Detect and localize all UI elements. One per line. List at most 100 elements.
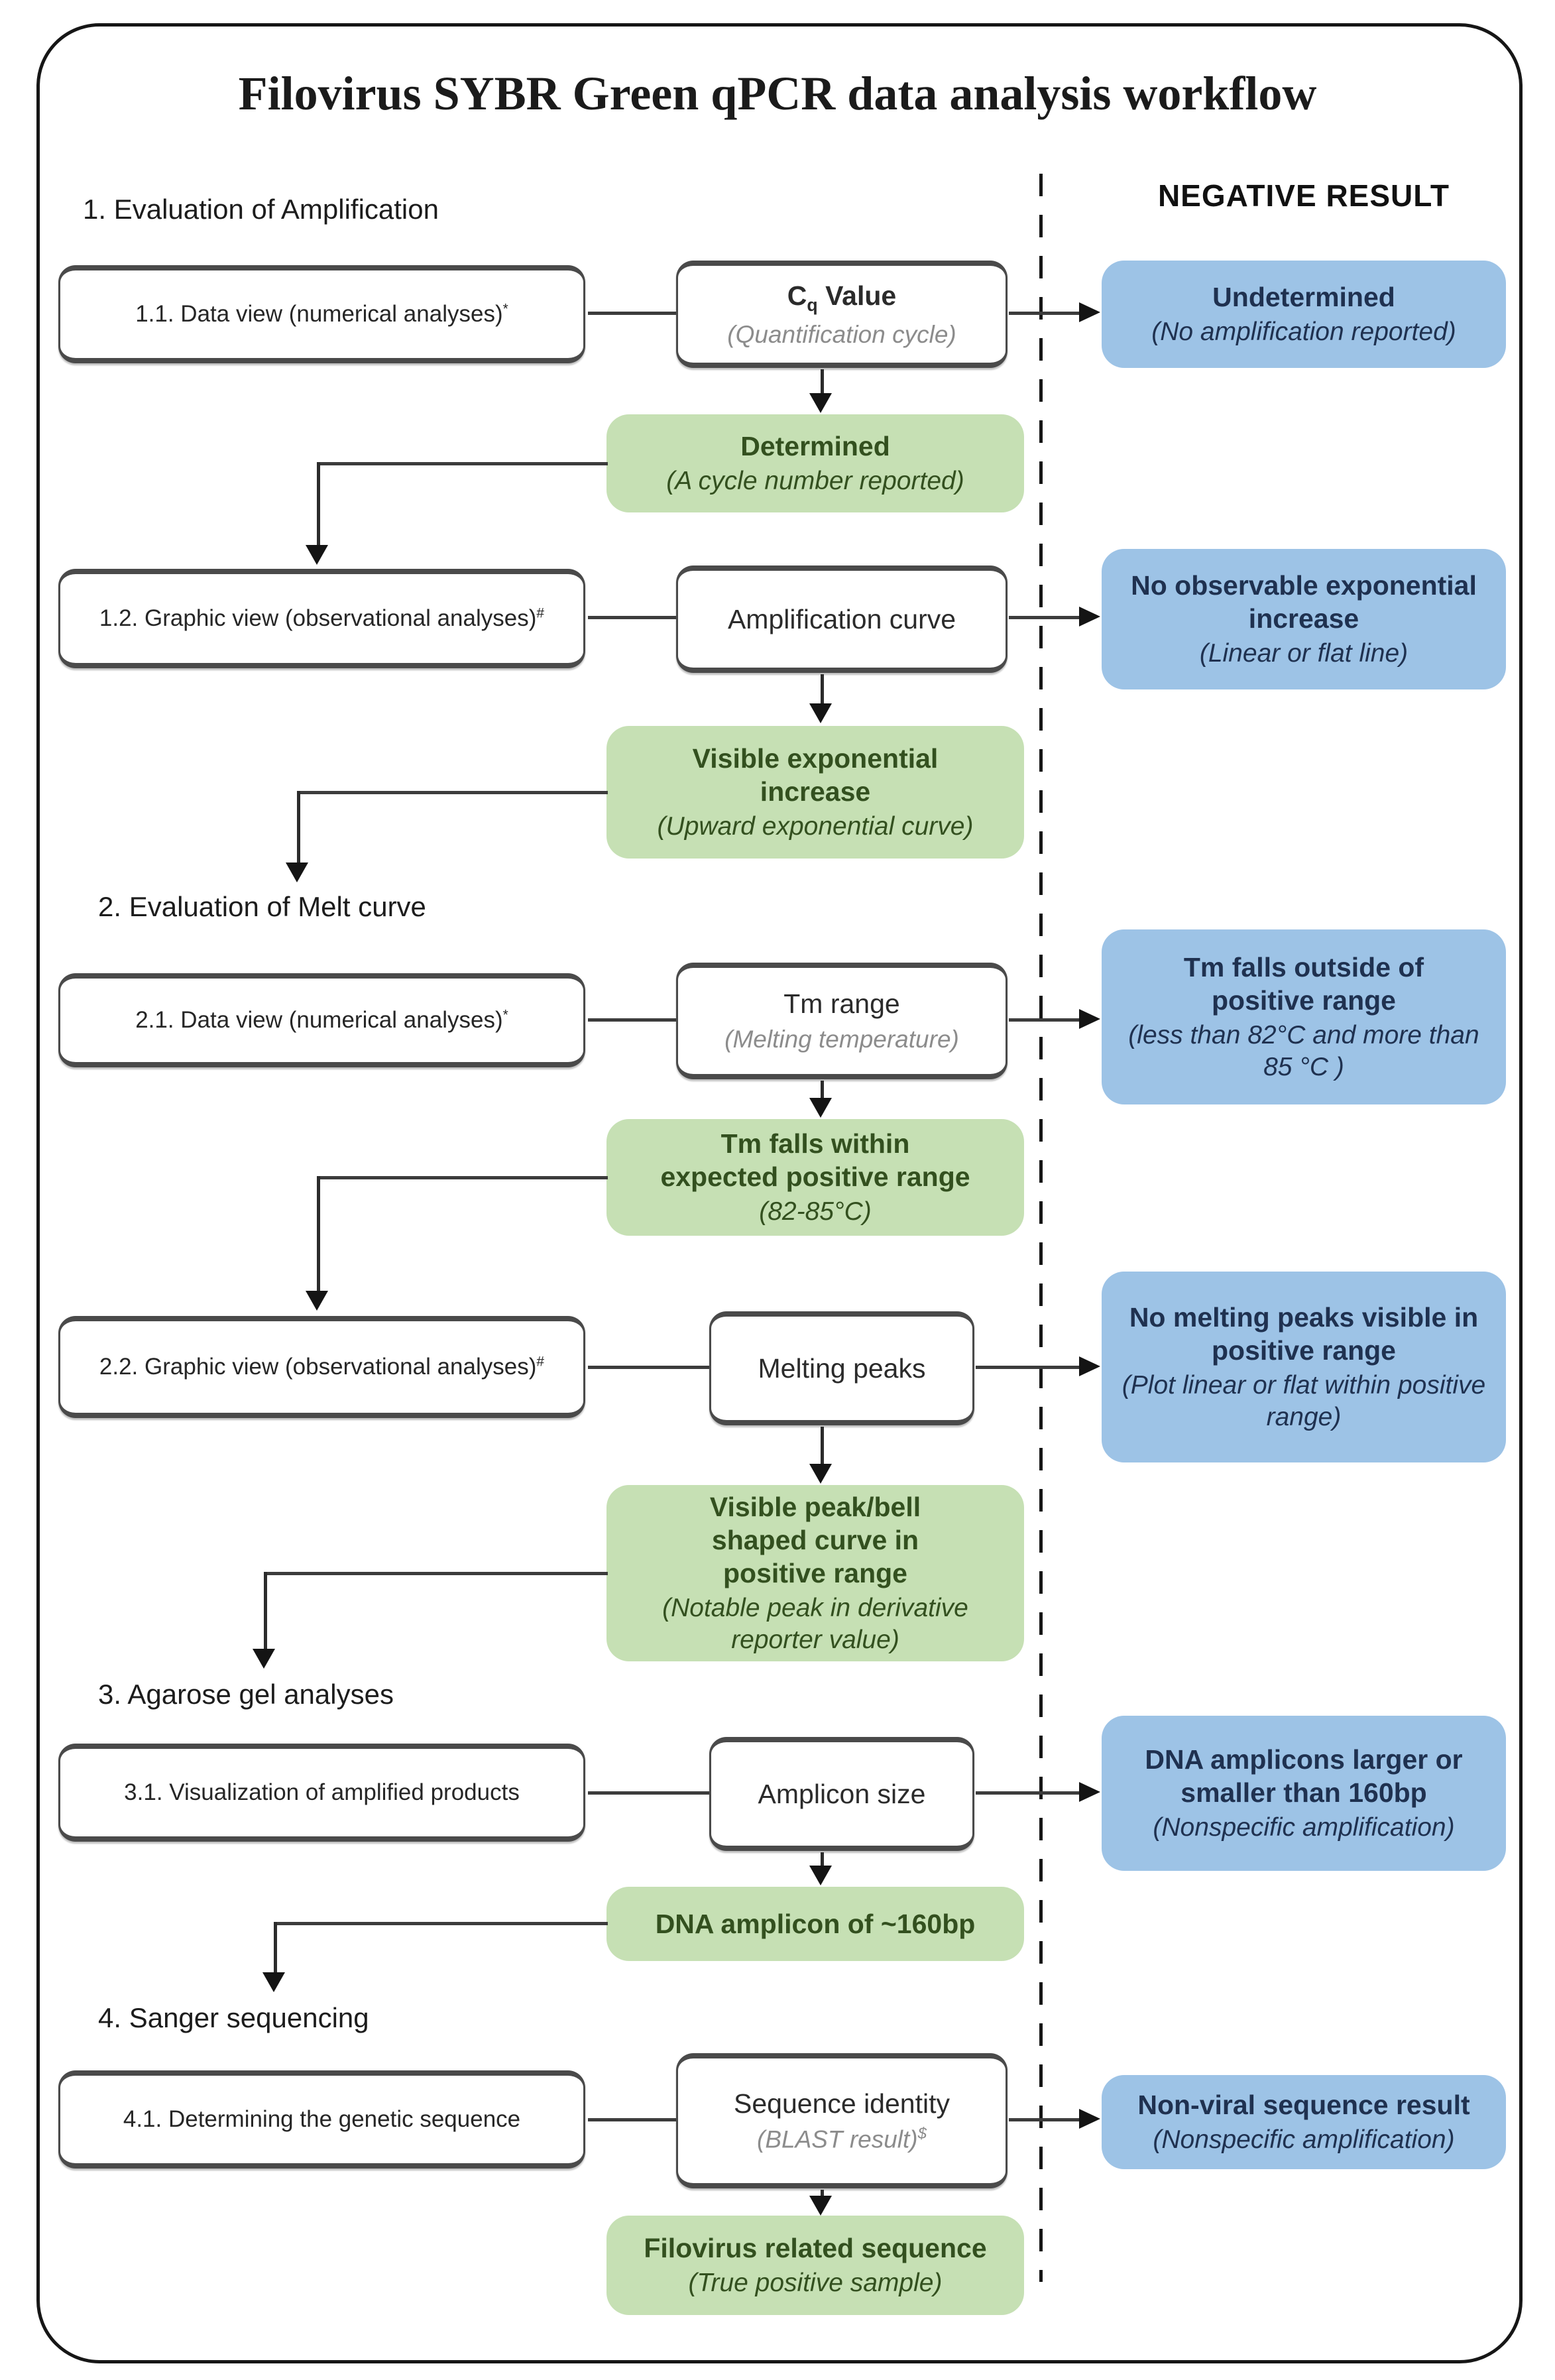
connector-line (821, 2190, 824, 2198)
connector-line (264, 1572, 267, 1650)
test-tm-range-note: (Melting temperature) (724, 1026, 959, 1053)
test-tm-range-box: Tm range (Melting temperature) (676, 963, 1008, 1079)
positive-determined-note: (A cycle number reported) (666, 467, 964, 496)
arrow-right-icon (1079, 302, 1100, 322)
negative-undetermined-box: Undetermined (No amplification reported) (1102, 261, 1506, 368)
negative-no-exponential-box: No observable exponential increase (Line… (1102, 549, 1506, 689)
positive-amplicon-title: DNA amplicon of ~160bp (655, 1908, 976, 1939)
negative-no-exponential-title: No observable exponential increase (1131, 570, 1477, 634)
connector-line (588, 1018, 676, 1022)
page-title: Filovirus SYBR Green qPCR data analysis … (238, 67, 1317, 120)
positive-visible-exponential-note: (Upward exponential curve) (657, 812, 974, 841)
arrow-right-icon (1079, 2109, 1100, 2129)
negative-tm-outside-box: Tm falls outside of positive range (less… (1102, 929, 1506, 1104)
section-4-label: 4. Sanger sequencing (98, 2002, 369, 2033)
test-sequence-identity-box: Sequence identity (BLAST result)$ (676, 2053, 1008, 2188)
test-cq-value-label: Cq Value (787, 280, 897, 315)
arrow-right-icon (1079, 607, 1100, 626)
test-amplicon-size-box: Amplicon size (709, 1737, 974, 1851)
test-cq-value-note: (Quantification cycle) (727, 321, 956, 349)
negative-no-exponential-note: (Linear or flat line) (1199, 639, 1409, 668)
negative-undetermined-title: Undetermined (1212, 282, 1395, 313)
step-1-2-label: 1.2. Graphic view (observational analyse… (99, 605, 545, 631)
section-2-label: 2. Evaluation of Melt curve (98, 891, 426, 922)
arrow-down-icon (809, 1464, 832, 1484)
connector-line (588, 1366, 709, 1369)
step-3-1-label: 3.1. Visualization of amplified products (124, 1779, 520, 1805)
positive-visible-peak-note: (Notable peak in derivative reporter val… (662, 1594, 968, 1655)
arrow-down-icon (306, 545, 328, 565)
test-melting-peaks-label: Melting peaks (758, 1352, 926, 1384)
step-2-2-label: 2.2. Graphic view (observational analyse… (99, 1353, 545, 1380)
test-amplification-curve-label: Amplification curve (727, 603, 956, 634)
arrow-down-icon (809, 1098, 832, 1118)
step-4-1-box: 4.1. Determining the genetic sequence (58, 2070, 585, 2169)
negative-amplicon-size-title: DNA amplicons larger or smaller than 160… (1145, 1744, 1463, 1809)
connector-line (1009, 312, 1080, 315)
connector-line (318, 462, 608, 465)
connector-line (1009, 2118, 1080, 2121)
negative-no-melting-peaks-title: No melting peaks visible in positive ran… (1129, 1302, 1479, 1366)
test-melting-peaks-box: Melting peaks (709, 1311, 974, 1425)
negative-amplicon-size-box: DNA amplicons larger or smaller than 160… (1102, 1716, 1506, 1871)
positive-determined-box: Determined (A cycle number reported) (606, 414, 1024, 512)
connector-line (317, 462, 320, 546)
negative-tm-outside-note: (less than 82°C and more than 85 °C ) (1128, 1021, 1479, 1082)
step-1-2-box: 1.2. Graphic view (observational analyse… (58, 569, 585, 668)
connector-line (265, 1572, 608, 1575)
connector-line (976, 1791, 1080, 1795)
connector-line (1009, 616, 1080, 619)
test-sequence-identity-label: Sequence identity (734, 2088, 950, 2119)
connector-line (821, 674, 824, 705)
positive-tm-within-title: Tm falls within expected positive range (660, 1128, 970, 1193)
positive-filovirus-note: (True positive sample) (688, 2269, 943, 2298)
arrow-down-icon (253, 1649, 275, 1669)
arrow-right-icon (1079, 1356, 1100, 1376)
section-3-label: 3. Agarose gel analyses (98, 1679, 394, 1710)
connector-line (298, 791, 608, 794)
step-2-1-label: 2.1. Data view (numerical analyses)* (135, 1006, 508, 1033)
outer-frame (36, 23, 1523, 2363)
test-sequence-identity-note: (BLAST result)$ (757, 2125, 927, 2153)
step-2-2-box: 2.2. Graphic view (observational analyse… (58, 1316, 585, 1418)
positive-tm-within-note: (82-85°C) (759, 1197, 872, 1226)
section-1-label: 1. Evaluation of Amplification (83, 194, 439, 225)
connector-line (976, 1366, 1080, 1369)
connector-line (588, 312, 676, 315)
positive-visible-peak-box: Visible peak/bell shaped curve in positi… (606, 1485, 1024, 1661)
connector-line (1009, 1018, 1080, 1022)
connector-line (588, 1791, 709, 1795)
connector-line (274, 1922, 277, 1974)
connector-line (275, 1922, 608, 1925)
step-4-1-label: 4.1. Determining the genetic sequence (123, 2106, 521, 2132)
arrow-down-icon (262, 1972, 285, 1992)
test-amplicon-size-label: Amplicon size (758, 1778, 926, 1809)
test-cq-value-box: Cq Value (Quantification cycle) (676, 261, 1008, 368)
connector-line (821, 1427, 824, 1465)
connector-line (317, 1176, 320, 1292)
negative-undetermined-note: (No amplification reported) (1151, 318, 1456, 347)
positive-amplicon-box: DNA amplicon of ~160bp (606, 1887, 1024, 1961)
step-2-1-box: 2.1. Data view (numerical analyses)* (58, 973, 585, 1067)
connector-line (588, 2118, 676, 2121)
positive-tm-within-box: Tm falls within expected positive range … (606, 1119, 1024, 1236)
arrow-right-icon (1079, 1782, 1100, 1802)
divider-dashed-line (1039, 174, 1043, 2282)
connector-line (821, 369, 824, 394)
positive-filovirus-box: Filovirus related sequence (True positiv… (606, 2216, 1024, 2315)
negative-no-melting-peaks-note: (Plot linear or flat within positive ran… (1122, 1371, 1486, 1432)
arrow-down-icon (809, 703, 832, 723)
step-1-1-label: 1.1. Data view (numerical analyses)* (135, 300, 508, 327)
test-tm-range-label: Tm range (783, 988, 900, 1020)
arrow-down-icon (809, 1866, 832, 1885)
positive-visible-peak-title: Visible peak/bell shaped curve in positi… (709, 1492, 921, 1589)
connector-line (318, 1176, 608, 1179)
connector-line (588, 616, 676, 619)
negative-tm-outside-title: Tm falls outside of positive range (1183, 952, 1424, 1016)
positive-determined-title: Determined (740, 431, 890, 462)
negative-nonviral-note: (Nonspecific amplification) (1153, 2125, 1455, 2155)
step-1-1-box: 1.1. Data view (numerical analyses)* (58, 265, 585, 363)
arrow-down-icon (286, 863, 308, 882)
negative-nonviral-box: Non-viral sequence result (Nonspecific a… (1102, 2075, 1506, 2169)
